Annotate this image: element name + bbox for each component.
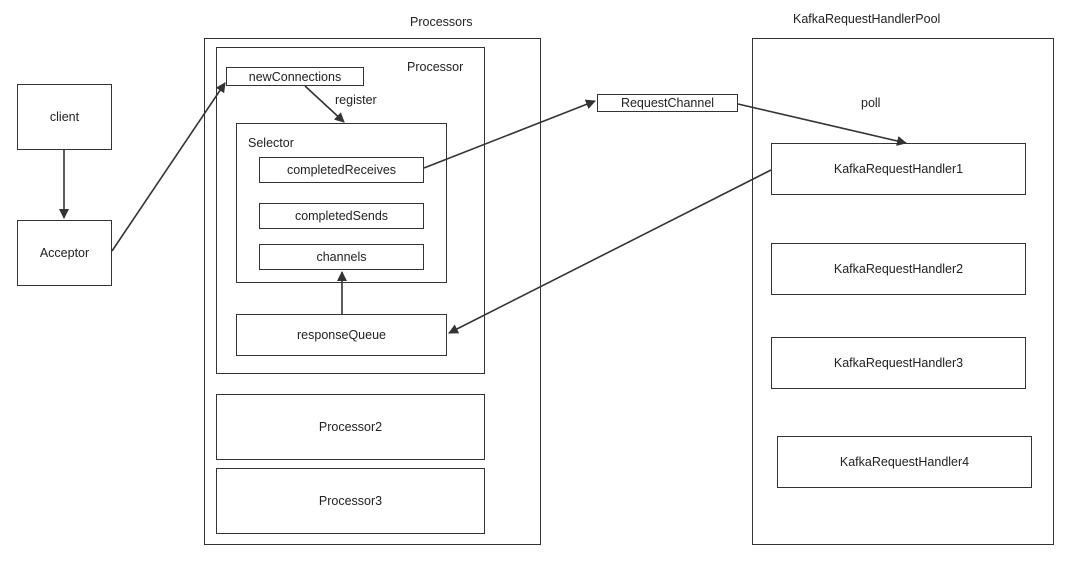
completed-sends-label: completedSends [294,209,389,223]
processor3-box: Processor3 [216,468,485,534]
acceptor-box: Acceptor [17,220,112,286]
processors-title: Processors [410,15,473,29]
completed-receives-box: completedReceives [259,157,424,183]
processor2-label: Processor2 [318,420,383,434]
response-queue-box: responseQueue [236,314,447,356]
client-box: client [17,84,112,150]
handler4-box: KafkaRequestHandler4 [777,436,1032,488]
handler1-box: KafkaRequestHandler1 [771,143,1026,195]
channels-box: channels [259,244,424,270]
handler3-box: KafkaRequestHandler3 [771,337,1026,389]
poll-label: poll [861,96,881,110]
processor3-label: Processor3 [318,494,383,508]
request-channel-label: RequestChannel [620,96,715,110]
client-label: client [49,110,80,124]
new-connections-label: newConnections [248,69,342,84]
handler3-label: KafkaRequestHandler3 [833,356,964,370]
acceptor-label: Acceptor [39,246,90,260]
handler2-box: KafkaRequestHandler2 [771,243,1026,295]
register-label: register [335,93,377,107]
completed-sends-box: completedSends [259,203,424,229]
channels-label: channels [316,250,367,264]
handler4-label: KafkaRequestHandler4 [839,455,970,469]
new-connections-box: newConnections [226,67,364,86]
handler2-label: KafkaRequestHandler2 [833,262,964,276]
handler1-label: KafkaRequestHandler1 [833,162,964,176]
completed-receives-label: completedReceives [286,163,397,177]
selector-title: Selector [248,136,294,150]
processor2-box: Processor2 [216,394,485,460]
request-channel-box: RequestChannel [597,94,738,112]
response-queue-label: responseQueue [297,328,386,342]
processor-title: Processor [407,60,464,74]
pool-title: KafkaRequestHandlerPool [793,12,941,26]
